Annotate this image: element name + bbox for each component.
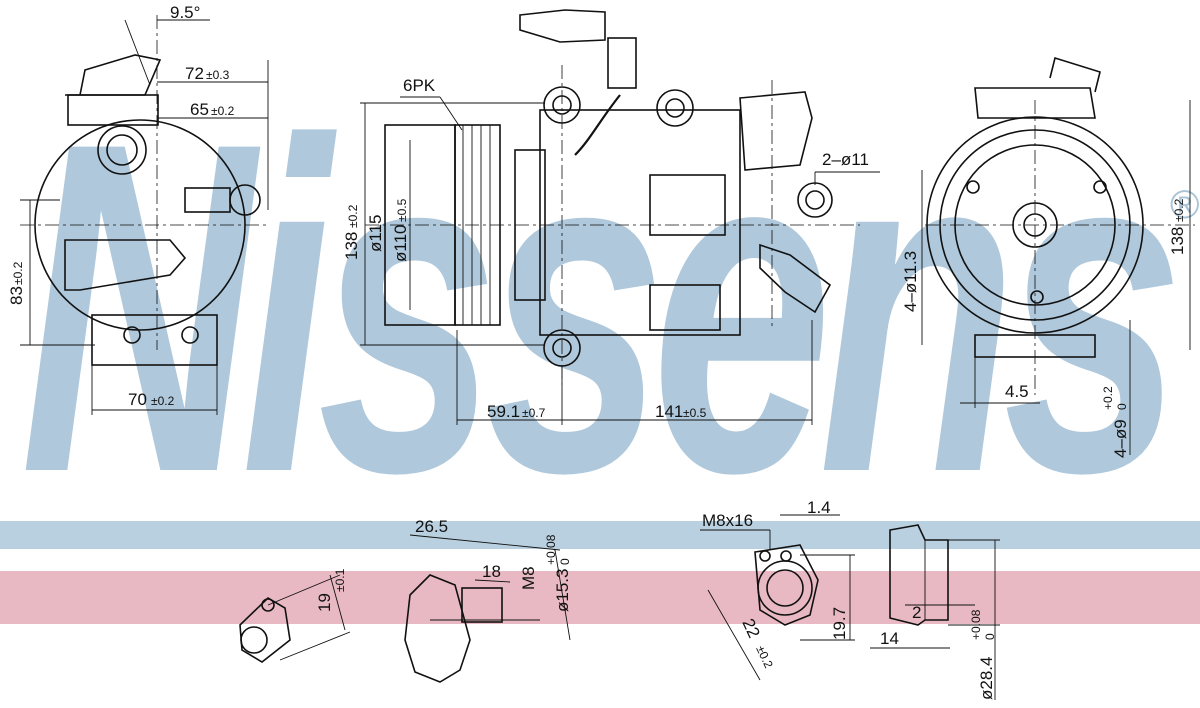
dim-197: 19.7	[830, 607, 849, 640]
dia-153: ø15.3	[553, 569, 572, 612]
dim-138-rear-tol: ±0.2	[1172, 198, 1186, 222]
holes-113: 4–ø11.3	[901, 251, 920, 312]
bolt-label: M8x16	[702, 511, 753, 530]
holes-9: 4–ø9	[1111, 419, 1130, 458]
detail-a: 19 ±0.1	[239, 568, 351, 663]
dim-70: 70	[128, 390, 147, 409]
dim-70-tol: ±0.2	[151, 394, 175, 408]
thread-m8: M8	[519, 566, 538, 590]
blue-band	[0, 521, 1200, 549]
watermark-logo: Nissens	[20, 45, 1176, 570]
dia-153-tol: +0.08	[544, 534, 558, 565]
pink-band	[0, 571, 1200, 624]
dim-18: 18	[482, 562, 501, 581]
holes-9-tol: +0.2	[1101, 386, 1115, 410]
watermark: Nissens ®	[20, 45, 1199, 570]
dim-72-tol: ±0.3	[206, 68, 230, 82]
dia-110: ø110	[391, 225, 410, 263]
holes-label: 2–ø11	[822, 150, 869, 169]
belt-label: 6PK	[403, 76, 436, 95]
dim-138-tol: ±0.2	[346, 204, 360, 228]
dim-265: 26.5	[415, 517, 448, 536]
dia-153-tol-lower: 0	[558, 558, 572, 565]
dim-83: 83	[7, 286, 26, 305]
dia-115: ø115	[366, 215, 385, 253]
front-view: 9.5° 72 ±0.3 65 ±0.2 83 ±0.2 70 ±0.2	[7, 3, 270, 415]
dim-22-tol: ±0.2	[753, 643, 776, 670]
dia-284-tol: +0.08	[969, 609, 983, 640]
dim-19: 19	[315, 593, 334, 612]
dim-138-rear: 138	[1168, 227, 1187, 255]
dim-14d: 14	[880, 629, 899, 648]
dia-284-tol-lower: 0	[983, 633, 997, 640]
dim-45: 4.5	[1005, 382, 1029, 401]
detail-d: 2 14 ø28.4 +0.08 0	[870, 524, 1000, 700]
dim-141: 141	[655, 402, 683, 421]
dim-65: 65	[190, 100, 209, 119]
holes-9-tol-lower: 0	[1115, 403, 1129, 410]
dia-110-tol: ±0.5	[395, 198, 409, 222]
side-view: 6PK 138 ±0.2 ø115 ø110 ±0.5 2–ø11 59.1 ±…	[342, 9, 880, 425]
dim-72: 72	[185, 64, 204, 83]
dim-141-tol: ±0.5	[683, 406, 707, 420]
dim-59: 59.1	[487, 402, 520, 421]
detail-b: 26.5 18 M8 ø15.3 +0.08 0	[404, 517, 572, 683]
dim-65-tol: ±0.2	[211, 104, 235, 118]
dim-angle: 9.5°	[170, 3, 200, 22]
dim-14c: 1.4	[807, 498, 831, 517]
dim-83-tol: ±0.2	[11, 261, 25, 285]
dim-19-tol: ±0.1	[333, 568, 347, 592]
registered-mark: ®	[1170, 183, 1199, 227]
dim-138: 138	[342, 232, 361, 260]
dim-2: 2	[912, 603, 921, 622]
rear-view: 4–ø11.3 138 ±0.2 4.5 4–ø9 +0.2 0	[901, 56, 1195, 458]
dim-59-tol: ±0.7	[522, 406, 546, 420]
dia-284: ø28.4	[977, 657, 996, 700]
